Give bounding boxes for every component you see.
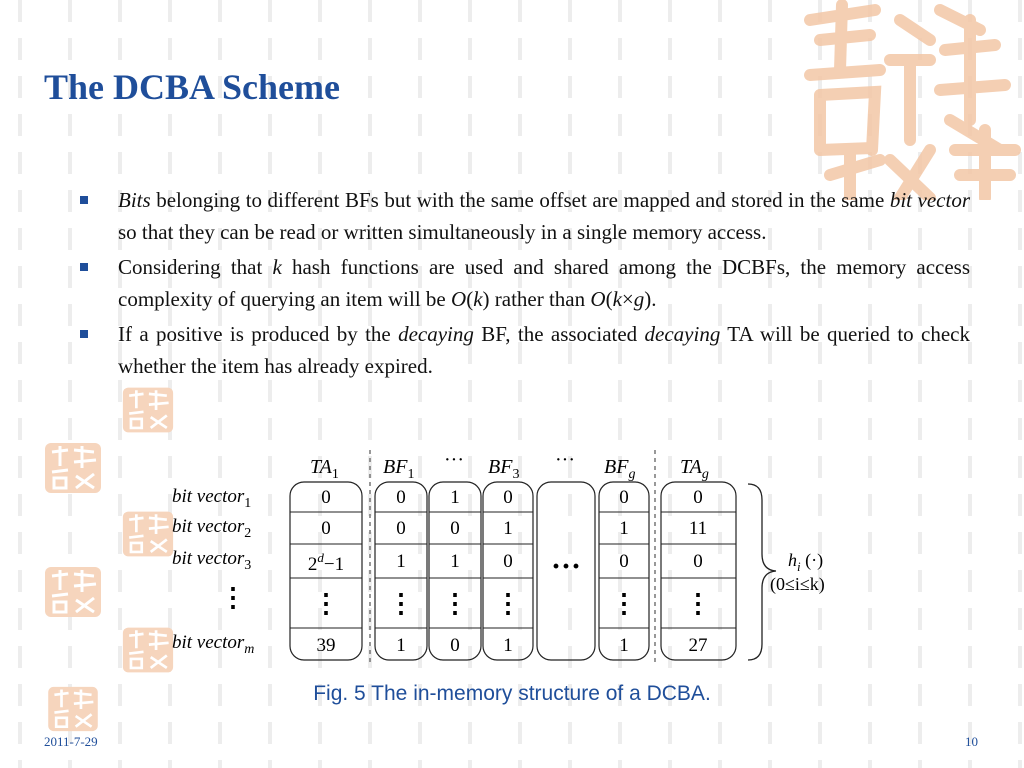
cell-tag-rowm: 27	[689, 635, 708, 656]
decorative-seal-small-2	[122, 387, 174, 433]
bullet-text-segment: TA will be queried to check whether the …	[118, 322, 970, 378]
cell-bf2-row2: 0	[450, 518, 460, 539]
cell-bfg-row1: 0	[619, 487, 629, 508]
cell-bf1-row1: 0	[396, 487, 406, 508]
figure-caption: Fig. 5 The in-memory structure of a DCBA…	[313, 682, 711, 705]
header-ellipsis: ···	[555, 449, 575, 471]
row-label-bit-vector-m: bit vectorm	[172, 632, 254, 657]
bullet-text-segment: hash functions are used and shared among…	[118, 255, 971, 311]
cell-ta1-row1: 0	[321, 487, 331, 508]
decorative-seal-small-3	[122, 511, 174, 557]
cell-bf3-rowm: 1	[503, 635, 513, 656]
cell-bf1-dots: ⋮	[388, 589, 414, 618]
header-ellipsis: ···	[444, 449, 464, 471]
cell-bfg-row2: 1	[619, 518, 629, 539]
cell-ta1-rowm: 39	[317, 635, 336, 656]
slide-title: The DCBA Scheme	[44, 67, 340, 107]
cell-bf3-row3: 0	[503, 551, 513, 572]
bullet-text-segment: Considering that	[118, 255, 273, 279]
cell-ta1-dots: ⋮	[313, 589, 339, 618]
bullet-text-segment: (	[466, 287, 474, 311]
bullet-text-segment: BF, the associated	[473, 322, 645, 346]
italic-term: g	[633, 287, 645, 311]
bullet-text-segment: ).	[644, 287, 657, 311]
bullet-text-segment: belonging to different BFs but with the …	[150, 188, 890, 212]
column-header-bf1: BF1	[383, 456, 414, 482]
cell-bf1-rowm: 1	[396, 635, 406, 656]
cell-bf3-row1: 0	[503, 487, 513, 508]
column-header-tag: TAg	[680, 456, 709, 482]
cell-ta1-row3: 2d−1	[308, 550, 344, 575]
bullet-marker-icon	[80, 263, 88, 271]
hash-function-label: hi (·)	[788, 550, 823, 574]
row-label-bit-vector-1: bit vector1	[172, 486, 251, 511]
cell-ta1-row2: 0	[321, 518, 331, 539]
column-header-ta1: TA1	[310, 456, 339, 482]
italic-term: O	[451, 287, 467, 311]
italic-term: decaying	[398, 322, 474, 346]
column-box-middle	[536, 481, 596, 661]
bullet-text-segment: ) rather than	[482, 287, 591, 311]
bullet-item: Considering that k hash functions are us…	[78, 251, 970, 315]
bullet-text: If a positive is produced by the decayin…	[118, 322, 970, 378]
cell-bfg-dots: ⋮	[611, 589, 637, 618]
column-header-bf3: BF3	[488, 456, 519, 482]
column-box-bf3	[482, 481, 534, 661]
column-box-bf1	[374, 481, 428, 661]
cell-tag-row3: 0	[693, 551, 703, 572]
row-label-bit-vector-3: bit vector3	[172, 548, 251, 573]
italic-term: bit vector	[889, 188, 970, 212]
right-brace-icon	[747, 483, 777, 661]
column-box-bfg	[598, 481, 650, 661]
column-header-bfg: BFg	[604, 456, 635, 482]
cell-bf3-row2: 1	[503, 518, 513, 539]
italic-term: k	[473, 287, 483, 311]
italic-term: k	[612, 287, 622, 311]
row-label-dots: ⋮	[220, 583, 246, 612]
bullet-text: Considering that k hash functions are us…	[118, 255, 970, 311]
bullet-text-segment: so that they can be read or written simu…	[118, 220, 767, 244]
cell-bf2-row1: 1	[450, 487, 460, 508]
cell-bf2-rowm: 0	[450, 635, 460, 656]
italic-term: Bits	[118, 188, 151, 212]
bullet-text-segment: (	[605, 287, 613, 311]
cell-bfg-row3: 0	[619, 551, 629, 572]
bullet-list: Bits belonging to different BFs but with…	[78, 184, 970, 385]
cell-bf3-dots: ⋮	[495, 589, 521, 618]
italic-term: O	[590, 287, 606, 311]
bullet-text-segment: ×	[621, 287, 634, 311]
dcba-structure-figure: TA1 BF1 ··· BF3 ··· BFg TAg bit vector1 …	[172, 449, 825, 662]
cell-bf1-row3: 1	[396, 551, 406, 572]
bullet-marker-icon	[80, 330, 88, 338]
row-label-bit-vector-2: bit vector2	[172, 516, 251, 541]
hash-range-label: (0≤i≤k)	[770, 574, 825, 595]
bullet-text-segment: If a positive is produced by the	[118, 322, 399, 346]
cell-bf2-dots: ⋮	[442, 589, 468, 618]
cell-tag-row1: 0	[693, 487, 703, 508]
bullet-marker-icon	[80, 196, 88, 204]
page-number: 10	[965, 734, 978, 749]
middle-ellipsis: ···	[551, 550, 581, 583]
cell-tag-row2: 11	[689, 518, 707, 539]
cell-tag-dots: ⋮	[685, 589, 711, 618]
bullet-text: Bits belonging to different BFs but with…	[118, 188, 970, 244]
cell-bfg-rowm: 1	[619, 635, 629, 656]
italic-term: decaying	[644, 322, 721, 346]
decorative-seal-logo	[804, 0, 1021, 200]
bullet-item: Bits belonging to different BFs but with…	[78, 184, 970, 248]
decorative-seal-small-6	[48, 686, 98, 732]
italic-term: k	[272, 255, 282, 279]
cell-bf2-row3: 1	[450, 551, 460, 572]
footer-date: 2011-7-29	[44, 734, 98, 749]
decorative-seal-small-4	[45, 567, 101, 617]
column-box-tag	[660, 481, 737, 661]
decorative-seal-small-5	[122, 627, 174, 673]
cell-bf1-row2: 0	[396, 518, 406, 539]
decorative-seal-small-1	[45, 443, 101, 493]
column-box-ta1	[289, 481, 363, 661]
bullet-item: If a positive is produced by the decayin…	[78, 318, 970, 382]
column-box-bf2	[428, 481, 482, 661]
